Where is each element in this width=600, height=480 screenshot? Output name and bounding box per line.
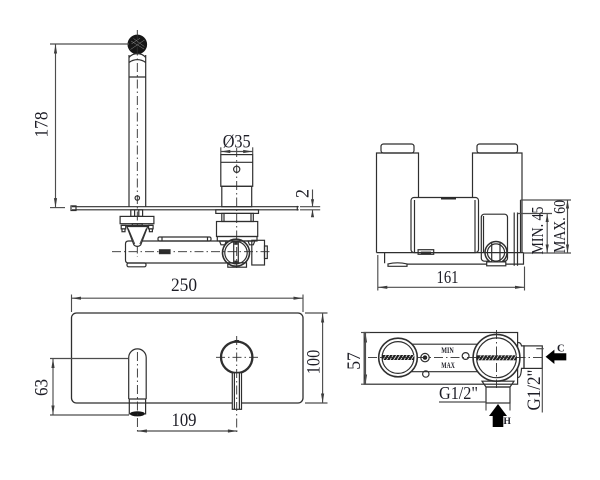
svg-text:G1/2": G1/2" — [524, 370, 545, 411]
svg-text:178: 178 — [33, 112, 53, 138]
svg-text:2: 2 — [294, 189, 314, 198]
svg-text:109: 109 — [172, 411, 197, 431]
svg-text:250: 250 — [171, 276, 197, 296]
svg-text:C: C — [557, 344, 565, 355]
svg-text:MIN: MIN — [441, 346, 454, 355]
svg-text:H: H — [504, 417, 512, 427]
svg-text:100: 100 — [305, 350, 325, 375]
svg-text:161: 161 — [437, 267, 459, 287]
svg-text:Ø35: Ø35 — [223, 133, 251, 153]
svg-text:MAX: MAX — [441, 361, 455, 370]
svg-text:57: 57 — [345, 352, 365, 370]
svg-text:63: 63 — [33, 379, 53, 396]
svg-text:MIN. 45: MIN. 45 — [528, 207, 547, 255]
svg-text:G1/2": G1/2" — [439, 383, 478, 403]
svg-text:MAX. 60: MAX. 60 — [550, 200, 569, 253]
